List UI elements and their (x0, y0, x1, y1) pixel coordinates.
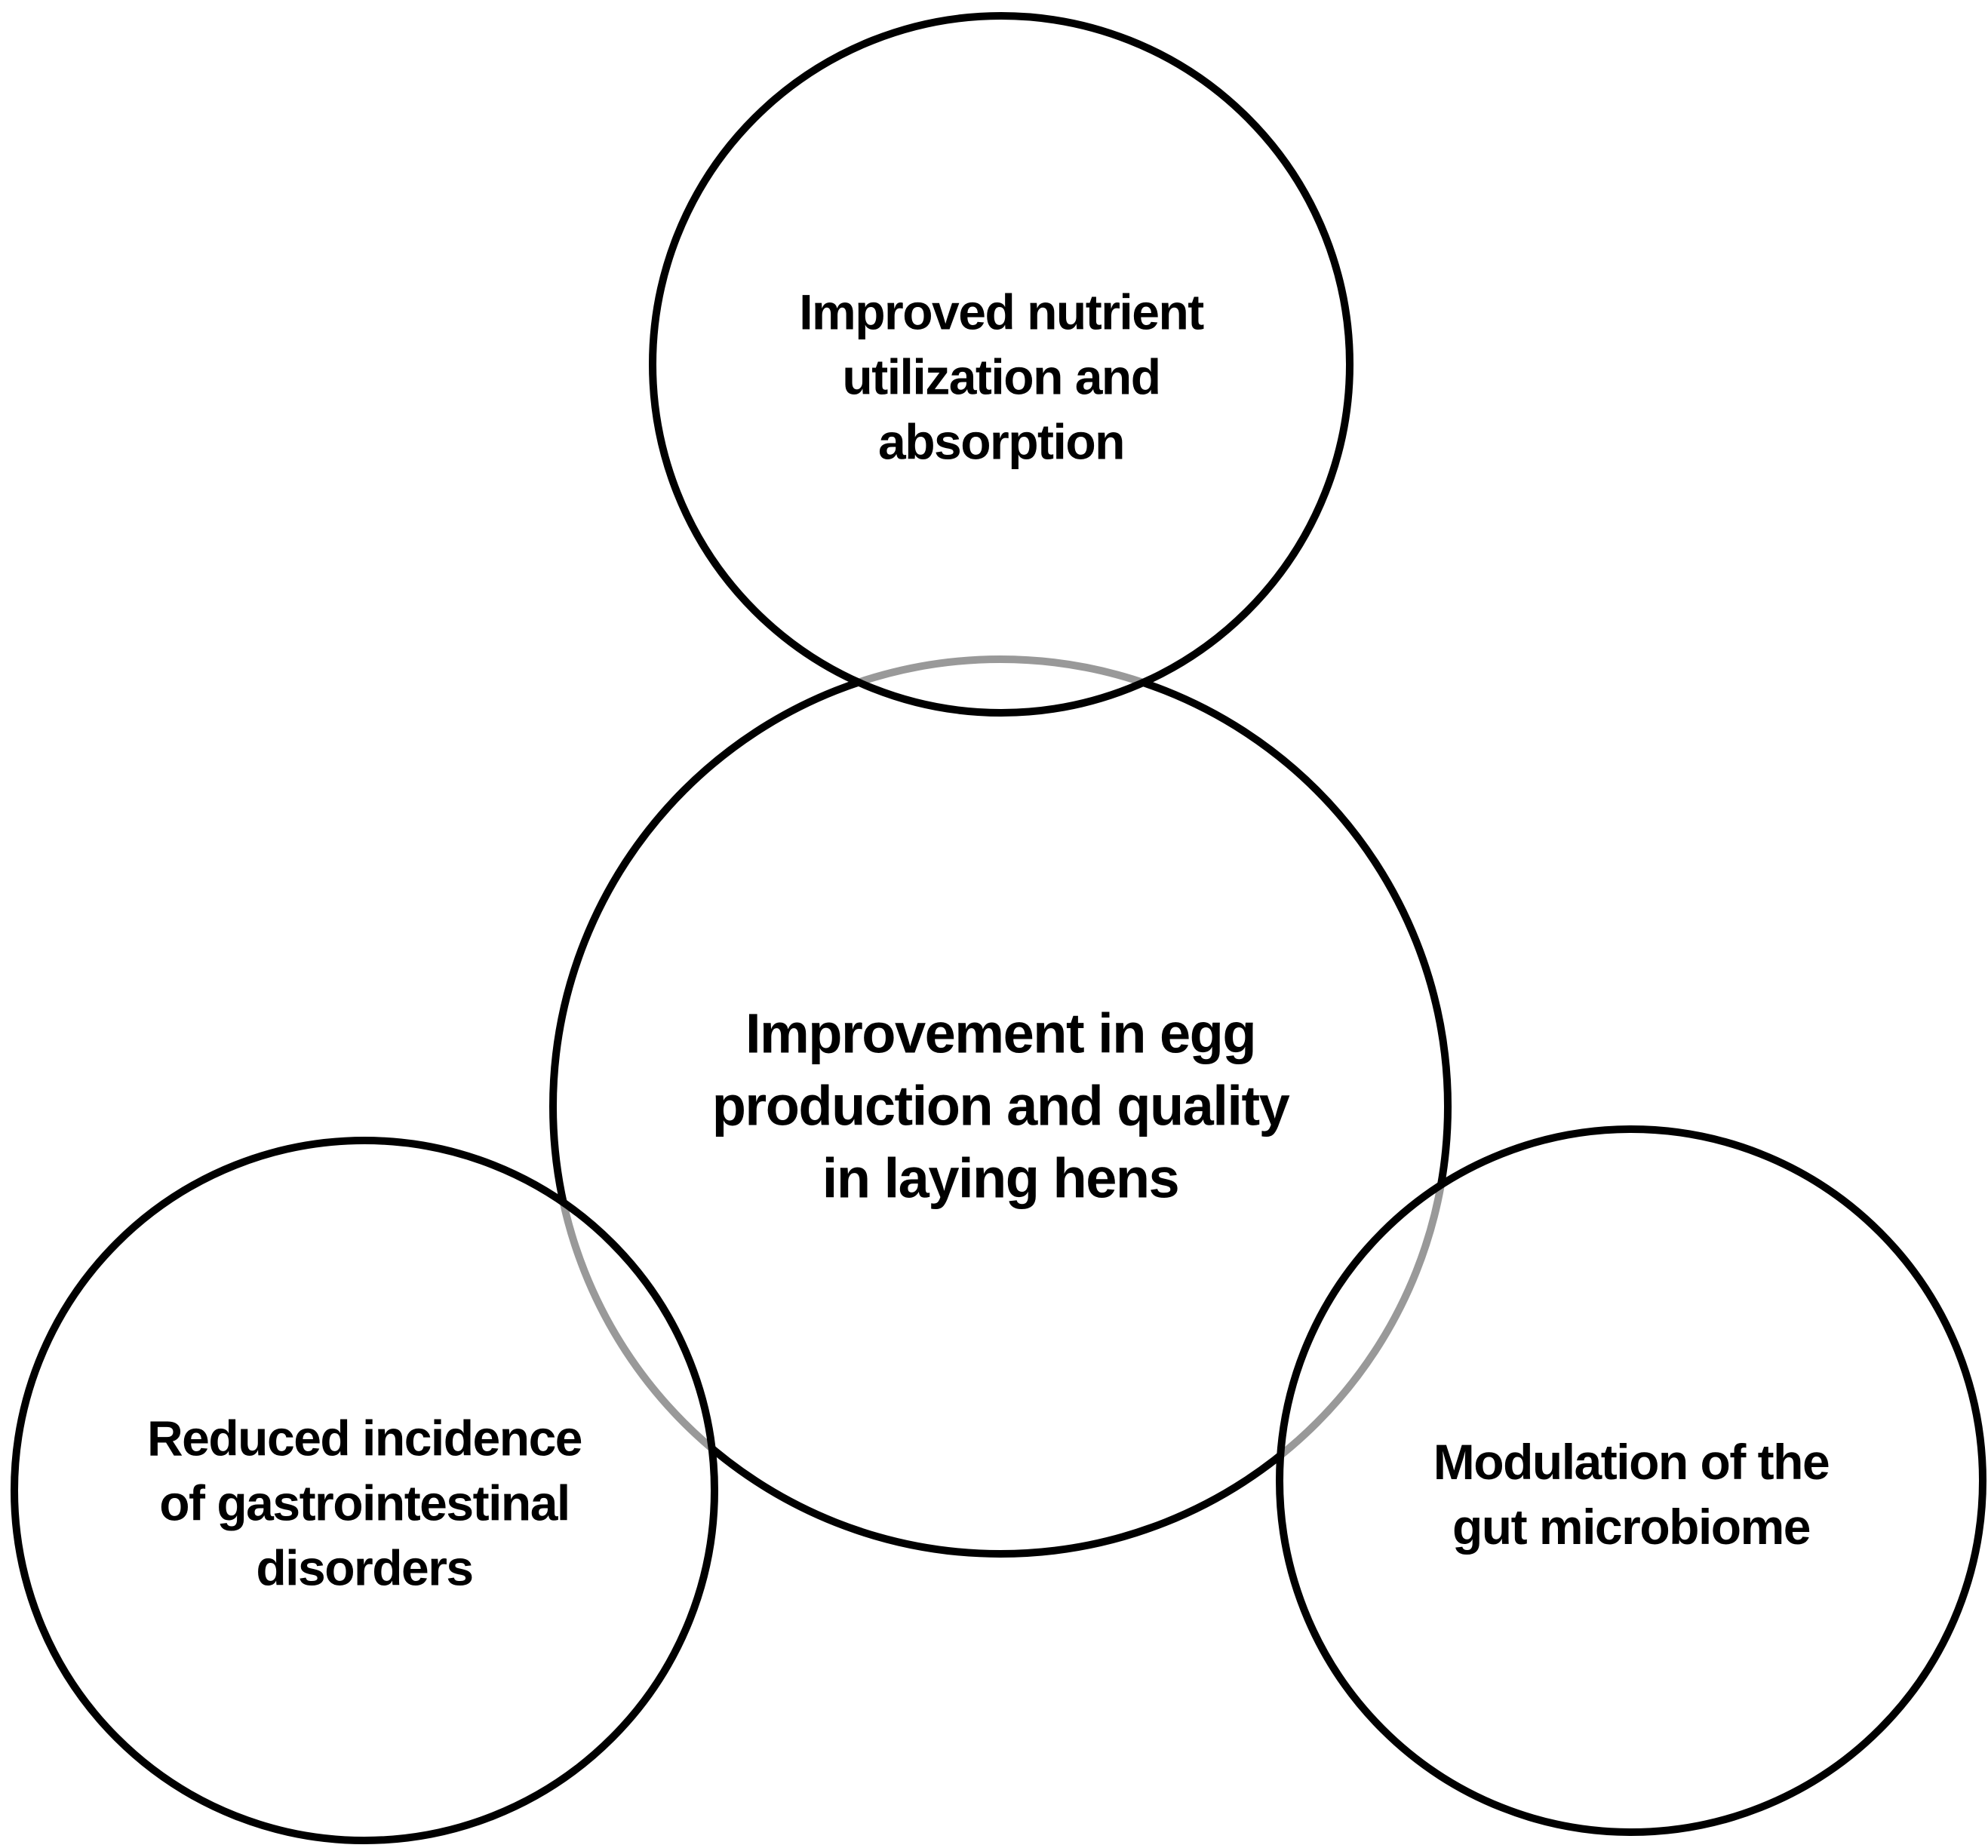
circle-left-outline (11, 1137, 718, 1844)
circle-label-right: Modulation of the gut microbiome (1433, 1434, 1830, 1555)
circle-label-left: Reduced incidence of gastrointestinal di… (146, 1410, 583, 1595)
circle-label-center: Improvement in egg production and qualit… (711, 1002, 1290, 1211)
circle-right-outline (1276, 1125, 1986, 1836)
circle-top-outline (649, 12, 1353, 717)
circle-label-top: Improved nutrient utilization and absorp… (799, 284, 1204, 469)
